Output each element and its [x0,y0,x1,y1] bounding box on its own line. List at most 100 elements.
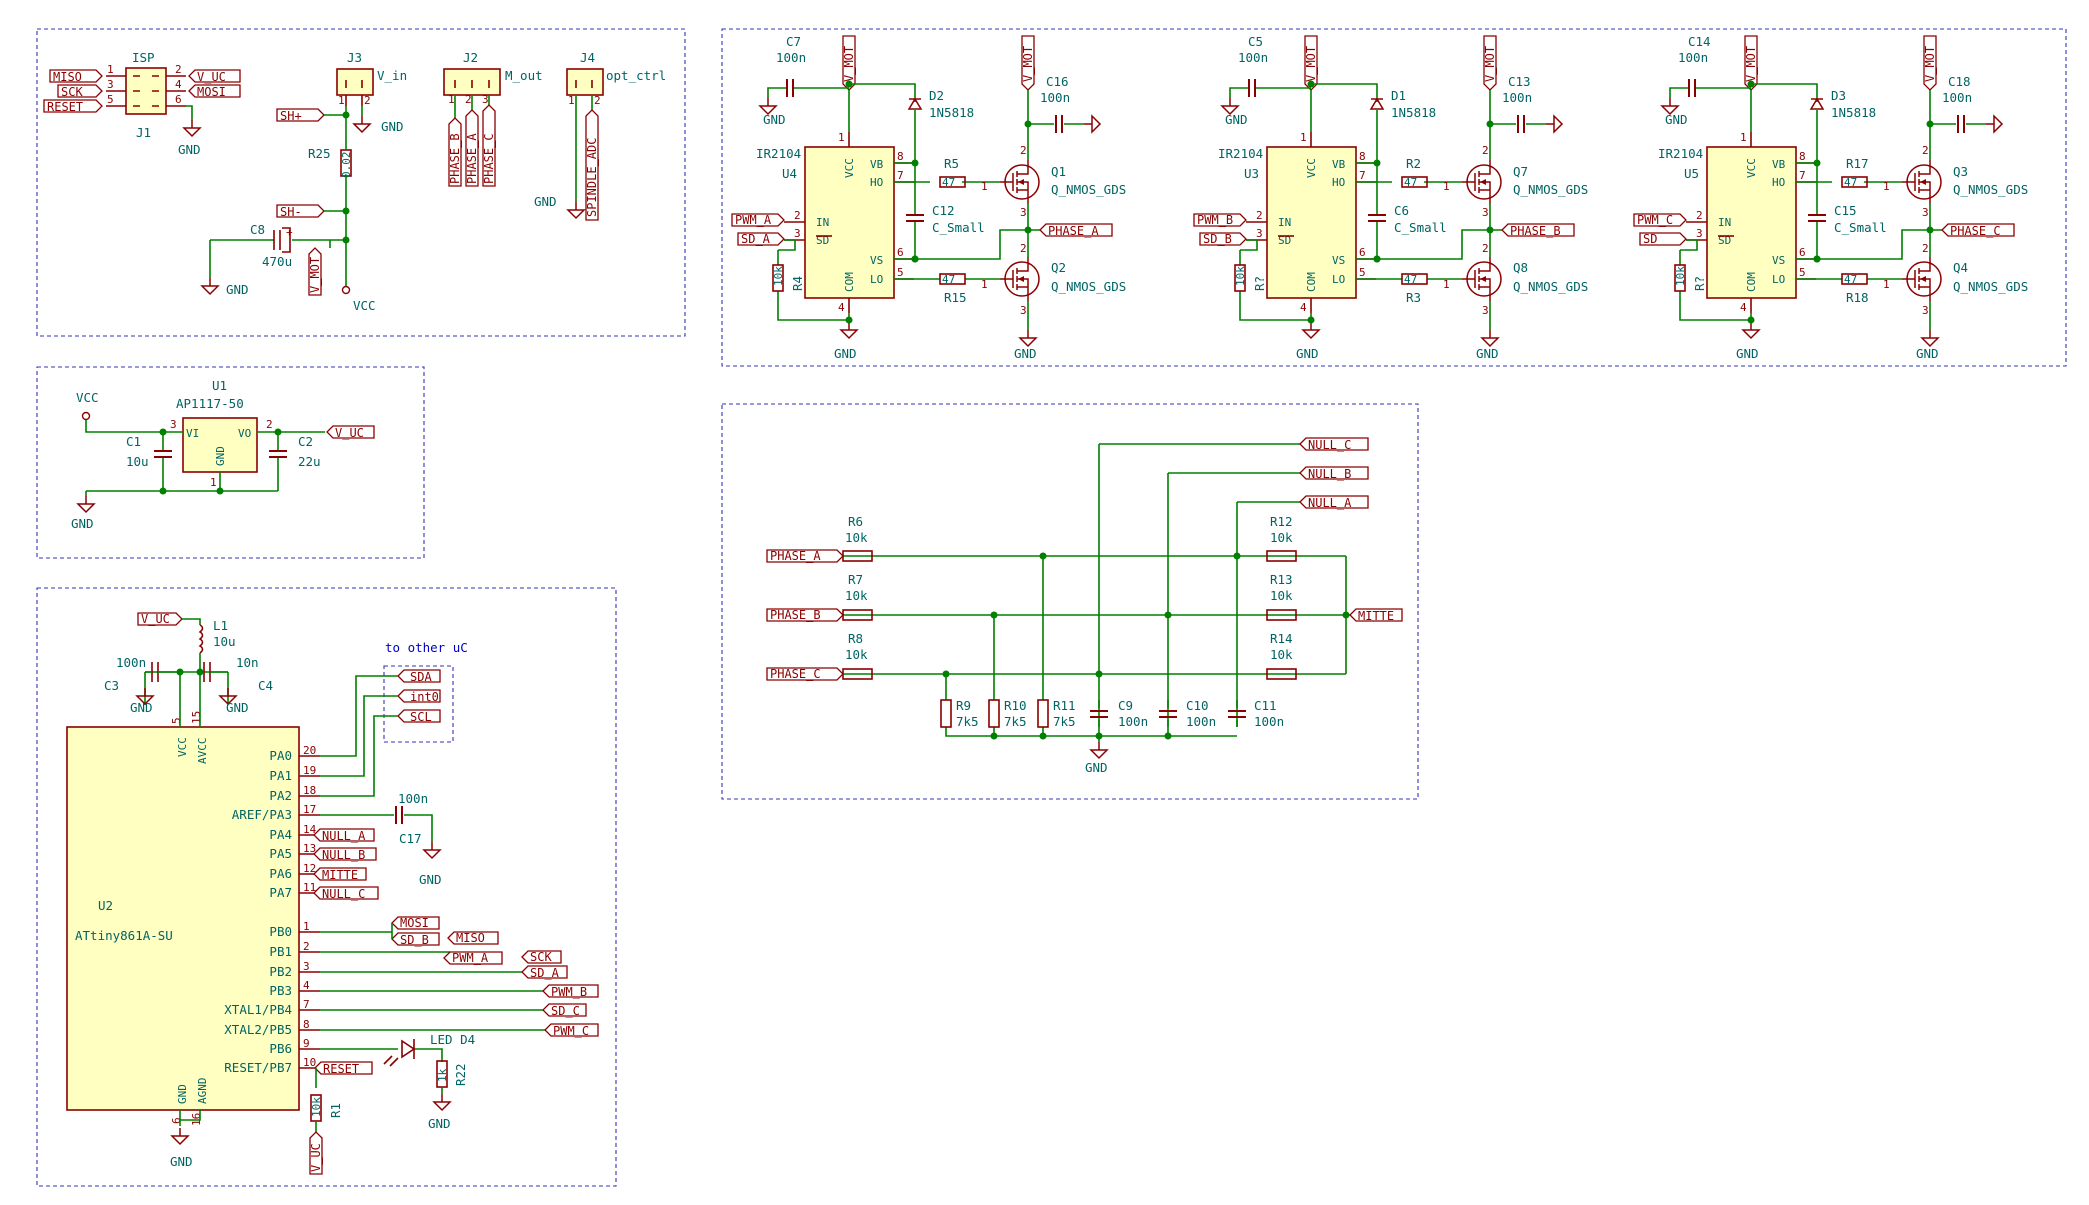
schematic-text: 47 [1404,176,1417,189]
schematic-text: 100n [1942,90,1972,105]
schematic-text: VI [186,427,199,440]
schematic-text: C16 [1046,74,1069,89]
u1-value: AP1117-50 [176,396,244,411]
schematic-text: C18 [1948,74,1971,89]
schematic-text: GND [214,446,227,466]
schematic-text: GND [763,112,786,127]
schematic-text: R14 [1270,631,1293,646]
schematic-text: NULL_A [1308,496,1352,510]
schematic-text: R4 [790,276,805,291]
label-scl: SCL [410,710,432,724]
schematic-text: VCC [176,737,189,757]
schematic-text: GND [178,142,201,157]
schematic-text: 10k [310,1097,323,1117]
schematic-text: Q8 [1513,260,1528,275]
mcu-pin-number: 8 [303,1018,310,1031]
schematic-text: 6 [1799,246,1806,259]
label-vuc: V_UC [197,70,226,84]
schematic-text: IN [816,216,829,229]
schematic-text: C15 [1834,203,1857,218]
svg-text:+: + [286,226,293,239]
schematic-text: MISO [456,931,485,945]
schematic-text: 100n [776,50,806,65]
schematic-text: 100n [1502,90,1532,105]
schematic-text: U4 [782,166,797,181]
schematic-text: VS [870,254,883,267]
j4-ref: J4 [580,50,595,65]
mcu-pin-number: 4 [303,979,310,992]
schematic-text: GND [834,346,857,361]
schematic-text: LO [1772,273,1785,286]
schematic-text: 1 [107,63,114,76]
mcu-pin-name: PA4 [269,827,292,842]
schematic-text: V_MOT [842,46,856,82]
schematic-text: PHASE_B [1510,224,1561,238]
schematic-text: R10 [1004,698,1027,713]
schematic-text: 15 [190,711,203,724]
schematic-text: V_MOT [1744,46,1758,82]
mcu-pin-name: PB6 [269,1041,292,1056]
schematic-text: GND [226,282,249,297]
frame-connectors [36,28,686,337]
c8-value: 470u [262,254,292,269]
schematic-text: C13 [1508,74,1531,89]
mcu-pin-number: 7 [303,998,310,1011]
schematic-text: 10k [1674,266,1687,286]
mcu-pin-number: 13 [303,842,316,855]
isp-ref: J1 [136,125,151,140]
schematic-text: GND [1916,346,1939,361]
schematic-text: SD [1278,234,1291,247]
schematic-text: 3 [1256,227,1263,240]
schematic-text: 10k [1234,266,1247,286]
schematic-text: 5 [1799,266,1806,279]
mcu-pin-name: XTAL2/PB5 [224,1022,292,1037]
schematic-text: Q1 [1051,164,1066,179]
schematic-text: 10k [845,647,868,662]
schematic-text: COM [1745,272,1758,292]
schematic-text: 1 [1883,180,1890,193]
schematic-text: GND [1085,760,1108,775]
schematic-text: 1 [568,94,575,107]
mcu-pin-name: PA5 [269,846,292,861]
schematic-text: Q2 [1051,260,1066,275]
schematic-text: SCK [530,950,552,964]
schematic-text: 6 [897,246,904,259]
schematic-text: PHASE_C [482,133,496,184]
schematic-text: SD_B [400,933,429,947]
schematic-text: 7k5 [956,714,979,729]
schematic-text: 3 [1482,304,1489,317]
schematic-text: PHASE_A [465,133,479,184]
schematic-text: R3 [1406,290,1421,305]
schematic-text: R17 [1846,156,1869,171]
schematic-text: 8 [1359,150,1366,163]
schematic-text: 4 [175,78,182,91]
schematic-text: 2 [1482,144,1489,157]
mcu-pin-number: 20 [303,744,316,757]
schematic-text: 4 [838,301,845,314]
label-miso: MISO [53,70,82,84]
schematic-text: VS [1772,254,1785,267]
isp-value: ISP [132,50,155,65]
label-mosi: MOSI [197,85,226,99]
schematic-text: R? [1692,276,1707,291]
schematic-text: 1N5818 [1391,105,1436,120]
schematic-text: LO [870,273,883,286]
schematic-text: SD [816,234,829,247]
schematic-text: 3 [1922,206,1929,219]
schematic-text: MITTE [322,868,358,882]
regulator-ap1117: U1 AP1117-50 VI VO GND 3 2 1 VCC C1 10u … [71,378,375,531]
schematic-text: GND [170,1154,193,1169]
schematic-text: 3 [1482,206,1489,219]
schematic-text: VB [870,158,884,171]
schematic-text: V_MOT [1021,46,1035,82]
schematic-text: C6 [1394,203,1409,218]
mcu-attiny861a: U2 ATtiny861A-SU VCC AVCC GND AGND 5 15 … [66,612,599,1175]
schematic-text: PWM_C [1637,213,1673,227]
schematic-text: 5 [1359,266,1366,279]
schematic-text: PWM_A [735,213,772,227]
schematic-text: C2 [298,434,313,449]
schematic-text: VB [1772,158,1786,171]
schematic-text: 1N5818 [929,105,974,120]
